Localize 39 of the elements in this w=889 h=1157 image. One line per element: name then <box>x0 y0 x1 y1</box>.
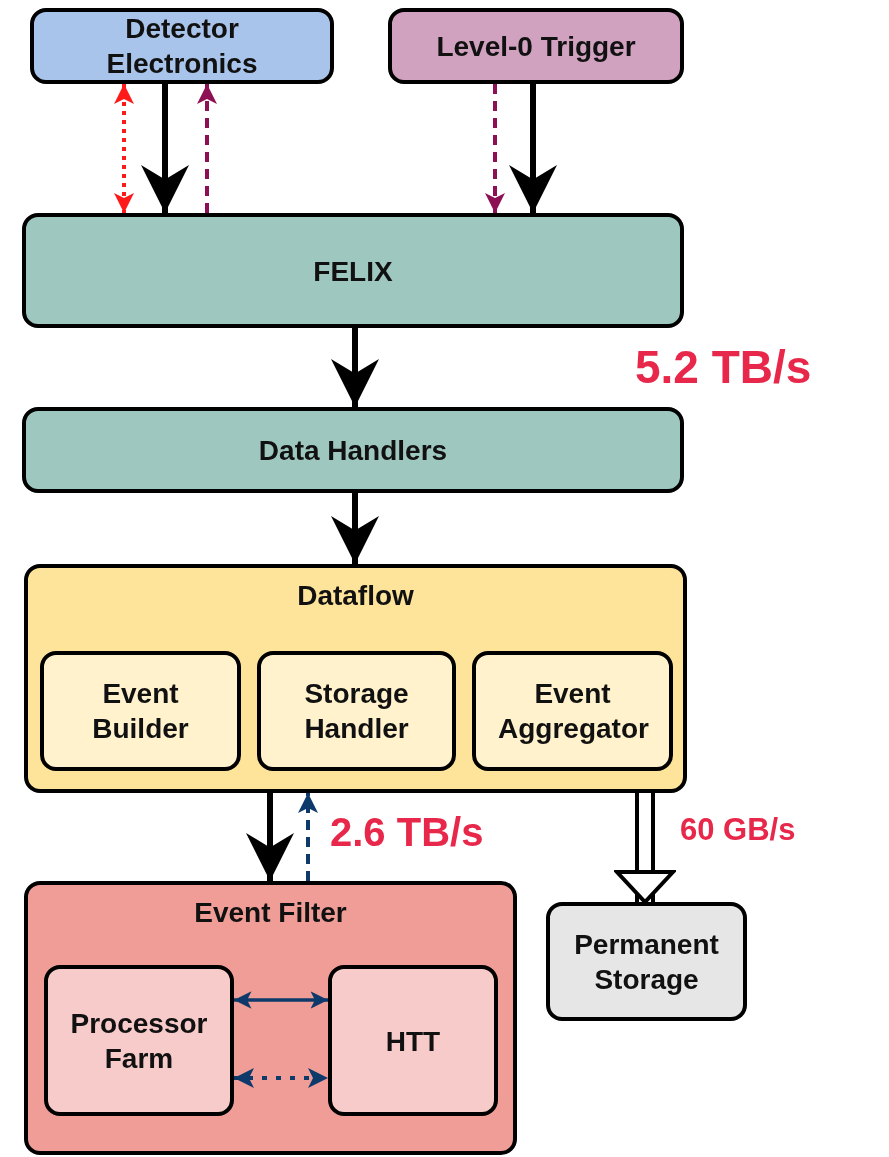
node-label: Event Builder <box>91 677 190 746</box>
group-heading: Dataflow <box>296 579 415 613</box>
arrow <box>485 84 505 213</box>
node-label: HTT <box>384 1024 442 1058</box>
node-label: Data Handlers <box>257 433 449 468</box>
arrow <box>234 1068 328 1088</box>
arrow <box>141 84 189 213</box>
process-box <box>546 902 747 1021</box>
process-box <box>40 651 241 771</box>
process-box <box>22 407 684 493</box>
rate-label: 2.6 TB/s <box>330 810 484 855</box>
node-label: Processor Farm <box>69 1006 209 1076</box>
node-label: Detector Electronics <box>105 12 259 81</box>
process-box <box>257 651 456 771</box>
node-label: Storage Handler <box>303 677 410 746</box>
node-label: Permanent Storage <box>573 927 720 997</box>
node-label: Event Aggregator <box>497 677 650 746</box>
arrow <box>331 493 379 564</box>
group-box <box>24 881 517 1155</box>
arrow <box>509 84 557 213</box>
arrow <box>246 793 294 881</box>
group-heading: Event Filter <box>193 896 348 930</box>
process-box <box>30 8 334 84</box>
arrow <box>114 84 134 213</box>
group-box <box>24 564 687 793</box>
arrow <box>331 328 379 407</box>
node-label: FELIX <box>312 254 394 288</box>
hollow-arrow <box>615 793 675 904</box>
process-box <box>44 965 234 1116</box>
rate-label: 5.2 TB/s <box>635 340 812 394</box>
process-box <box>22 213 684 328</box>
process-box <box>472 651 673 771</box>
process-box <box>328 965 498 1116</box>
arrow <box>197 84 217 213</box>
rate-label: 60 GB/s <box>680 812 796 848</box>
node-label: Level-0 Trigger <box>435 29 637 64</box>
arrow <box>298 793 318 881</box>
arrow <box>234 991 328 1009</box>
process-box <box>388 8 684 84</box>
